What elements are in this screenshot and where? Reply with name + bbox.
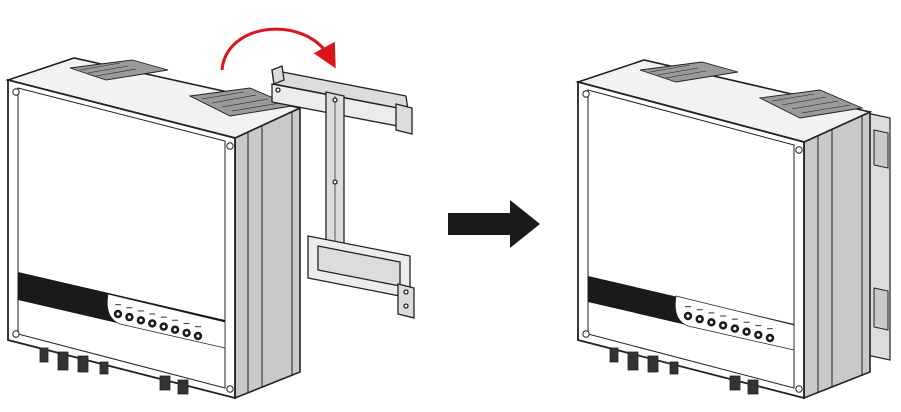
button-label-mark	[696, 309, 703, 311]
inverter-mounted	[575, 59, 891, 400]
screw-icon	[582, 330, 590, 338]
button-label-mark	[743, 321, 750, 323]
button-glyph-icon	[698, 317, 702, 321]
button-glyph-icon	[196, 334, 200, 338]
inverter-before	[5, 57, 303, 400]
screw-icon	[226, 142, 234, 150]
button-label-mark	[172, 319, 179, 321]
button-glyph-icon	[733, 327, 737, 331]
button-label-mark	[755, 324, 762, 327]
screw-icon	[795, 385, 803, 393]
screw-icon	[795, 146, 803, 154]
button-glyph-icon	[686, 314, 690, 318]
control-buttons	[683, 306, 776, 343]
button-label-mark	[160, 316, 167, 318]
button-glyph-icon	[185, 331, 189, 335]
button-glyph-icon	[745, 330, 749, 334]
button-label-mark	[195, 326, 201, 328]
screw-icon	[12, 88, 20, 96]
bottom-connectors	[39, 347, 189, 395]
button-glyph-icon	[173, 328, 177, 332]
button-glyph-icon	[127, 315, 131, 319]
button-label-mark	[115, 304, 121, 306]
screw-icon	[12, 330, 20, 338]
inverter-side-panel	[234, 106, 301, 400]
button-glyph-icon	[162, 325, 166, 329]
button-glyph-icon	[116, 312, 120, 316]
button-glyph-icon	[756, 333, 760, 337]
screw-icon	[226, 385, 234, 393]
right-arrow-icon	[448, 200, 540, 248]
button-glyph-icon	[721, 323, 725, 327]
button-label-mark	[126, 307, 133, 309]
control-buttons	[113, 304, 203, 341]
wall-bracket	[271, 65, 415, 319]
button-glyph-icon	[139, 318, 143, 322]
button-glyph-icon	[709, 320, 714, 324]
button-label-mark	[137, 310, 144, 312]
button-label-mark	[767, 328, 773, 330]
button-label-mark	[731, 318, 738, 320]
button-label-mark	[708, 312, 715, 314]
button-glyph-icon	[150, 321, 154, 325]
button-label-mark	[685, 306, 691, 308]
curved-arrow-icon	[220, 27, 336, 71]
button-glyph-icon	[768, 336, 772, 340]
button-label-mark	[720, 315, 727, 317]
button-label-mark	[149, 313, 156, 315]
button-label-mark	[183, 322, 190, 325]
screw-icon	[582, 90, 590, 98]
